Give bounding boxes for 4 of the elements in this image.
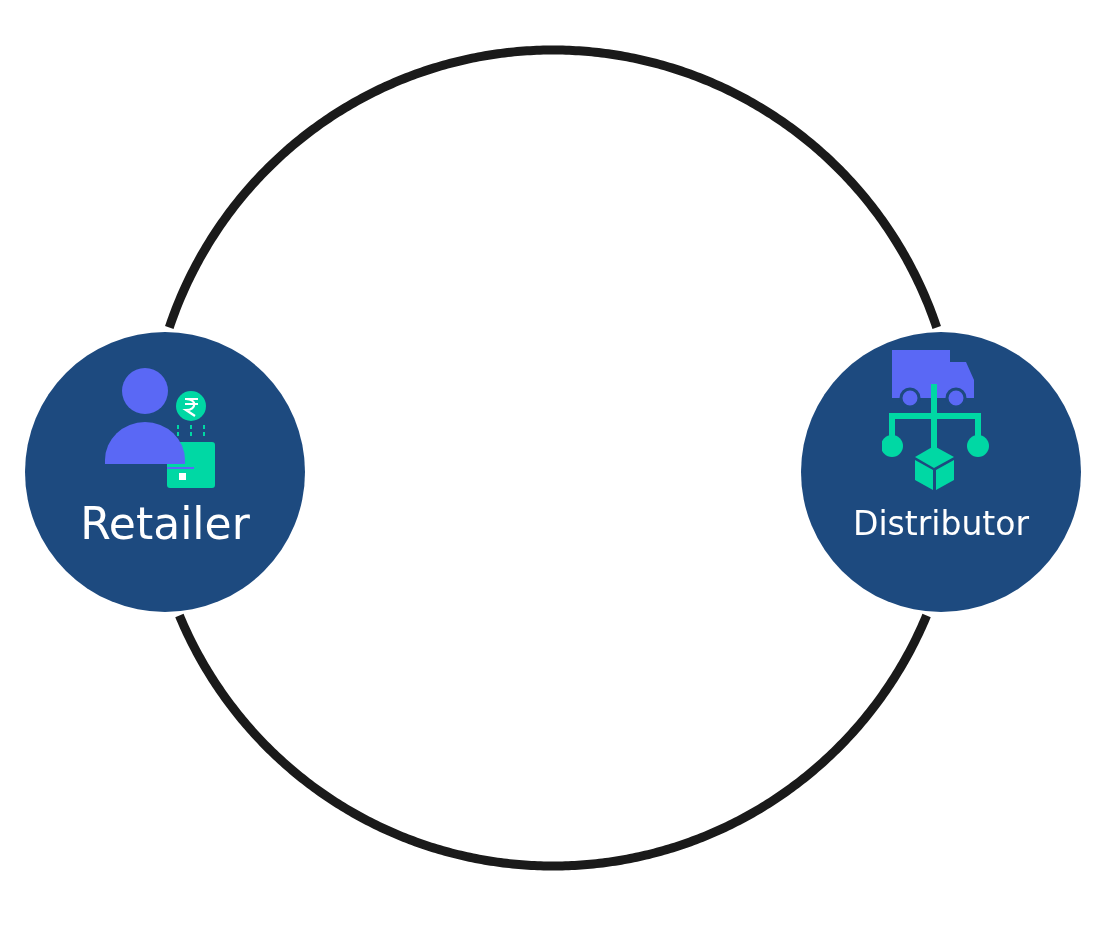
connector-arc — [165, 45, 941, 329]
connector-arc — [175, 613, 931, 871]
node-label: Distributor — [852, 504, 1030, 544]
node-label: Retailer — [79, 497, 251, 551]
